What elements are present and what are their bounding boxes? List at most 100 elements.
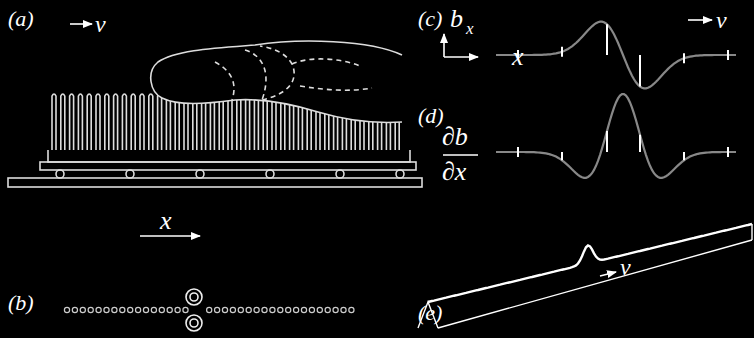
comb-pin — [114, 94, 118, 150]
velocity-arrow — [600, 272, 616, 276]
comb-pin — [237, 94, 241, 150]
pin-dot — [325, 307, 330, 312]
velocity-label: v — [716, 8, 727, 32]
pin-dot — [96, 307, 101, 312]
field-label: b — [450, 6, 463, 32]
sample-tick — [639, 135, 641, 152]
pin-dot — [333, 307, 338, 312]
subscript: x — [466, 20, 474, 37]
pin-dot — [80, 307, 85, 312]
comb-pin — [228, 94, 232, 150]
fraction-denominator: ∂x — [442, 159, 466, 185]
pin-dot — [143, 307, 148, 312]
pin-dot — [222, 307, 227, 312]
roller — [126, 170, 134, 178]
roller — [336, 170, 344, 178]
sample-tick — [517, 147, 519, 157]
pin-dot — [270, 307, 275, 312]
fingernail — [215, 62, 234, 100]
pin-dot — [317, 307, 322, 312]
velocity-label: v — [620, 255, 631, 279]
pin-dot — [159, 307, 164, 312]
roller — [396, 170, 404, 178]
pin-dot — [72, 307, 77, 312]
pin-dot — [254, 307, 259, 312]
panel-letter: (b) — [8, 292, 34, 314]
sample-tick — [606, 131, 608, 152]
pin-dot — [278, 307, 283, 312]
sample-tick — [727, 147, 729, 157]
pin-dot — [128, 307, 133, 312]
pin-dot — [151, 307, 156, 312]
velocity-arrow — [688, 19, 712, 21]
pin-dot — [294, 307, 299, 312]
pin-dot — [136, 307, 141, 312]
sample-tick — [606, 24, 608, 55]
panel-letter: (c) — [418, 8, 442, 30]
comb-pin — [96, 94, 100, 150]
pin-dot — [167, 307, 172, 312]
pin-dot — [207, 307, 212, 312]
pin-dot — [341, 307, 346, 312]
pin-samples — [518, 131, 728, 160]
finger — [151, 41, 402, 122]
pin-dot — [88, 307, 93, 312]
pin-samples — [518, 24, 728, 86]
panel-letter: (d) — [418, 105, 444, 127]
comb-pin — [87, 94, 91, 150]
pin-array — [64, 307, 354, 312]
roller — [196, 170, 204, 178]
comb-pin — [70, 94, 74, 150]
pin-dot — [301, 307, 306, 312]
comb-pin — [158, 94, 162, 150]
roller — [266, 170, 274, 178]
comb-pin — [263, 94, 267, 150]
x-axis — [444, 56, 478, 58]
comb-pin — [131, 94, 135, 150]
sample-tick — [727, 50, 729, 60]
panel-letter: (e) — [418, 302, 442, 324]
sample-tick — [639, 55, 641, 87]
y-axis — [443, 34, 445, 57]
comb-pin — [105, 94, 109, 150]
comb-body — [48, 150, 410, 162]
contact-pins — [186, 289, 202, 331]
pin-dot — [112, 307, 117, 312]
comb-pin — [254, 94, 258, 150]
sample-tick — [561, 152, 563, 160]
comb-pin — [140, 94, 144, 150]
comb-pin — [61, 94, 65, 150]
pin-dot — [215, 307, 220, 312]
comb-pin — [122, 94, 126, 150]
base-plate — [8, 178, 422, 187]
pin-dot — [175, 307, 180, 312]
carriage — [40, 162, 416, 170]
fraction-bar — [443, 154, 478, 155]
pin-dot — [230, 307, 235, 312]
pin-dot — [238, 307, 243, 312]
pin-dot — [246, 307, 251, 312]
bx-curve — [496, 22, 736, 89]
x-axis-arrow — [140, 235, 200, 237]
pin-dot — [104, 307, 109, 312]
rollers — [56, 170, 404, 178]
pin-dot — [262, 307, 267, 312]
pin-dot — [286, 307, 291, 312]
axis-label: x — [512, 44, 524, 70]
velocity-arrow — [70, 23, 92, 25]
prism — [418, 224, 752, 328]
pin-dot — [120, 307, 125, 312]
comb-pin — [246, 94, 250, 150]
comb-pin — [149, 94, 153, 150]
pin-dot — [309, 307, 314, 312]
finger-bone — [245, 46, 294, 100]
sample-tick — [683, 152, 685, 160]
comb-pin — [78, 94, 82, 150]
fraction-numerator: ∂b — [442, 124, 468, 150]
pin-dot — [183, 307, 188, 312]
finger-joint — [292, 59, 372, 90]
db-dx-curve — [496, 94, 736, 178]
roller — [56, 170, 64, 178]
